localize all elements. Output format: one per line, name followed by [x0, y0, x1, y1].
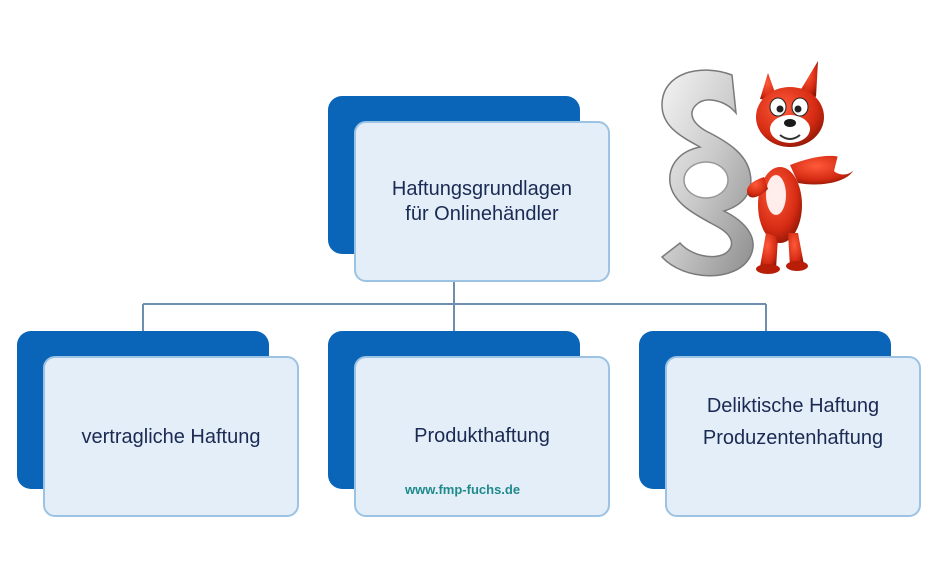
watermark-url: www.fmp-fuchs.de — [405, 482, 521, 497]
root-node-box: Haftungsgrundlagen für Onlinehändler — [354, 121, 610, 282]
child-node-1-box: vertragliche Haftung — [43, 356, 299, 517]
root-line-2: für Onlinehändler — [405, 202, 559, 225]
root-line-1: Haftungsgrundlagen — [391, 177, 573, 200]
child-3-line-1: Deliktische Haftung — [706, 394, 880, 417]
child-2-line-1: Produkthaftung — [414, 424, 550, 447]
child-1-line-1: vertragliche Haftung — [81, 425, 261, 448]
paragraph-fox-icon — [660, 61, 856, 277]
child-node-2-box: Produkthaftung — [354, 356, 610, 517]
child-node-3-box: Deliktische Haftung Produzentenhaftung — [665, 356, 921, 517]
child-3-line-2: Produzentenhaftung — [702, 426, 884, 449]
